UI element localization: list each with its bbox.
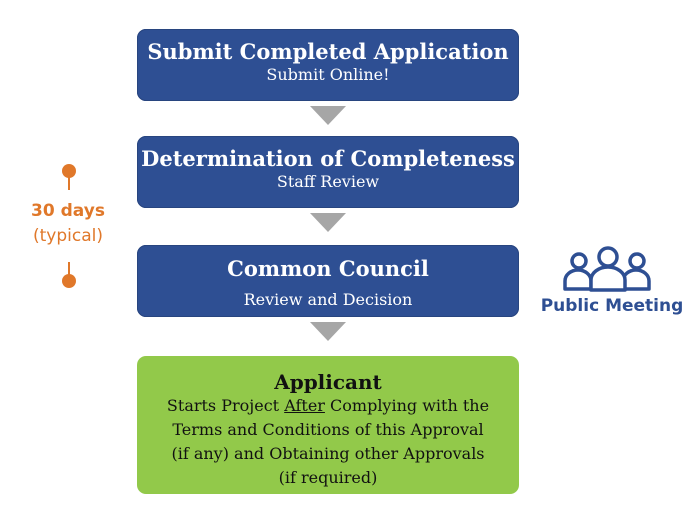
timeline-end-dot <box>62 274 76 288</box>
timeline-duration: 30 days <box>31 201 105 221</box>
timeline-note: (typical) <box>33 226 103 246</box>
step-title: Submit Completed Application <box>147 39 509 64</box>
public-meeting-label: Public Meeting <box>540 296 684 316</box>
description-line-4: (if required) <box>278 468 378 487</box>
step-applicant: Applicant Starts Project After Complying… <box>137 356 519 494</box>
timeline-start-dot <box>62 164 76 178</box>
step-title: Common Council <box>227 256 429 281</box>
people-group-icon <box>563 246 651 292</box>
description-line-2: Terms and Conditions of this Approval <box>172 420 484 439</box>
step-description: Starts Project After Complying with the … <box>137 394 519 490</box>
description-emphasis: After <box>284 396 325 415</box>
step-title: Applicant <box>274 370 382 394</box>
down-arrow-icon <box>310 213 346 232</box>
timeline-stem-bottom <box>68 262 70 276</box>
down-arrow-icon <box>310 322 346 341</box>
step-title: Determination of Completeness <box>141 146 515 171</box>
step-subtitle: Staff Review <box>276 172 380 191</box>
timeline-stem-top <box>68 176 70 190</box>
step-submit-application: Submit Completed Application Submit Onli… <box>137 29 519 101</box>
description-text: Complying with the <box>324 396 490 415</box>
step-common-council: Common Council Review and Decision <box>137 245 519 317</box>
description-line-1: Starts Project After Complying with the <box>151 394 505 418</box>
step-subtitle: Submit Online! <box>266 65 390 84</box>
down-arrow-icon <box>310 106 346 125</box>
description-line-3: (if any) and Obtaining other Approvals <box>171 444 485 463</box>
step-subtitle: Review and Decision <box>243 290 413 309</box>
step-determination-completeness: Determination of Completeness Staff Revi… <box>137 136 519 208</box>
description-text: Starts Project <box>166 396 285 415</box>
